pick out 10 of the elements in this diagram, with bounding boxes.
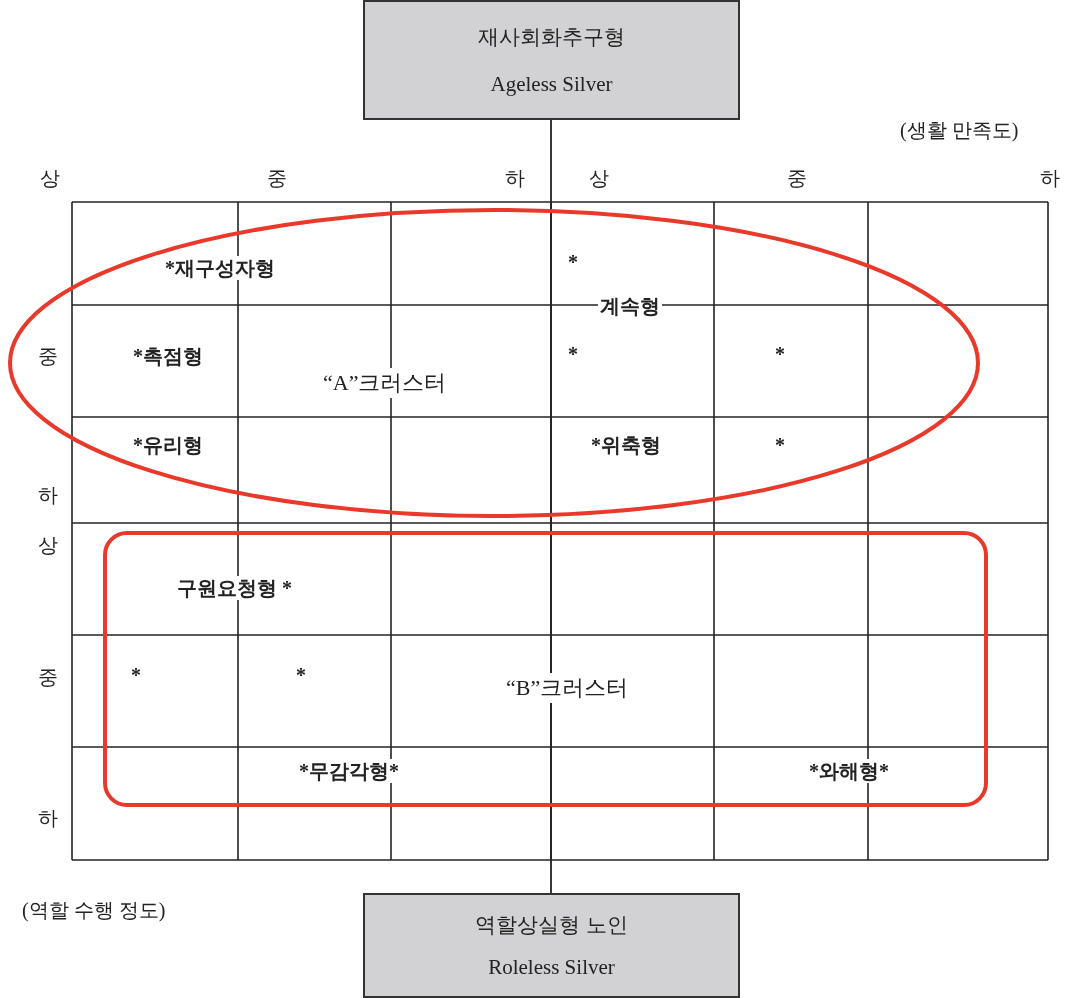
type-name: Ageless Silver [490, 72, 613, 97]
type-name: 재사회화추구형 [478, 24, 625, 51]
type-label: *와해형* [807, 759, 891, 783]
type-label: 구원요청형 * [175, 576, 294, 600]
type-name: Roleless Silver [488, 955, 615, 980]
type-box [363, 0, 740, 120]
type-name: 역할상실형 노인 [475, 912, 628, 939]
type-label: *무감각형* [297, 759, 401, 783]
type-label: 계속형 [598, 294, 662, 318]
type-box [363, 893, 740, 998]
